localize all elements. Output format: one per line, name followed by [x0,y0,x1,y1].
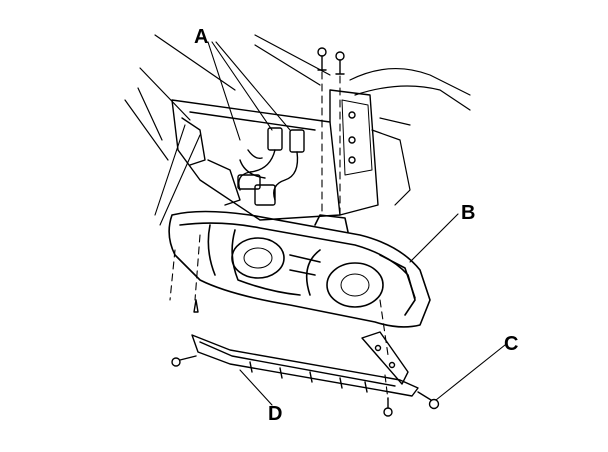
leader-lines [154,41,506,406]
upper-mount-bracket [171,89,379,221]
alignment-lines [169,71,389,401]
bottom-bolts [171,299,440,417]
callout-d-label: D [268,403,283,425]
lower-bracket [191,331,419,397]
top-bolts [317,47,345,75]
callout-a-label: A [194,26,209,48]
callout-b-label: B [461,202,476,224]
callout-c-label: C [504,333,519,355]
vehicle-body-panels [124,34,471,206]
headlight-housing [168,210,431,328]
wiring-harness-connectors [181,117,305,206]
